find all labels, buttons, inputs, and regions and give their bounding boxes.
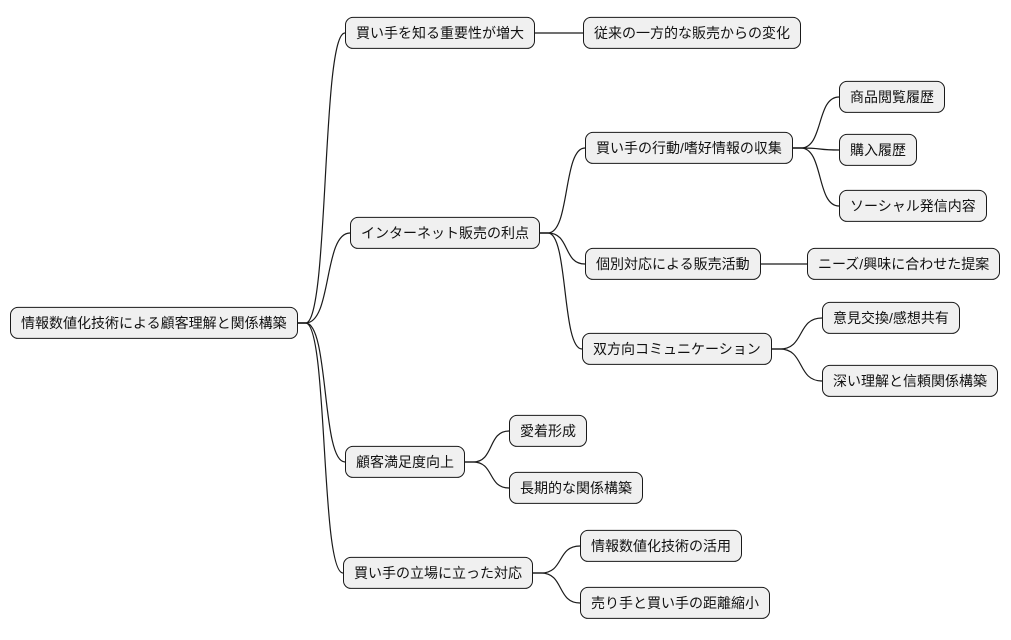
edge <box>771 317 823 350</box>
node-two-way-communication: 双方向コミュニケーション <box>582 332 772 366</box>
node-deep-understanding-trust: 深い理解と信頼関係構築 <box>822 364 998 398</box>
edge <box>297 322 346 463</box>
edge <box>533 545 581 574</box>
node-distance-reduction: 売り手と買い手の距離縮小 <box>580 586 770 620</box>
edge <box>297 32 346 324</box>
node-personalized-sales: 個別対応による販売活動 <box>585 247 761 281</box>
node-shift-from-oneway-sales: 従来の一方的な販売からの変化 <box>583 16 801 50</box>
node-root: 情報数値化技術による顧客理解と関係構築 <box>10 306 298 340</box>
edge <box>297 232 351 324</box>
node-customer-satisfaction: 顧客満足度向上 <box>345 445 465 479</box>
node-long-term-relationship: 長期的な関係構築 <box>509 471 643 505</box>
node-purchase-history: 購入履歴 <box>839 133 917 167</box>
node-buyer-perspective: 買い手の立場に立った対応 <box>343 556 533 590</box>
edge <box>792 96 840 149</box>
node-attachment-formation: 愛着形成 <box>509 414 587 448</box>
node-tech-utilization: 情報数値化技術の活用 <box>580 529 742 563</box>
edge <box>792 147 840 151</box>
edge <box>297 322 344 574</box>
node-tailored-proposals: ニーズ/興味に合わせた提案 <box>807 247 1001 281</box>
edge <box>540 232 586 265</box>
edge <box>533 572 581 604</box>
edge <box>771 348 823 382</box>
edge <box>792 147 840 207</box>
node-browsing-history: 商品閲覧履歴 <box>839 80 945 114</box>
node-knowing-buyers: 買い手を知る重要性が増大 <box>345 16 535 50</box>
edge <box>540 232 583 350</box>
edge <box>465 430 510 463</box>
edge <box>540 147 586 234</box>
edge <box>465 461 510 489</box>
node-opinion-exchange: 意見交換/感想共有 <box>822 301 960 335</box>
node-online-sales-advantages: インターネット販売の利点 <box>350 216 540 250</box>
node-social-posts: ソーシャル発信内容 <box>839 189 987 223</box>
node-behavior-preference-data: 買い手の行動/嗜好情報の収集 <box>585 131 793 165</box>
